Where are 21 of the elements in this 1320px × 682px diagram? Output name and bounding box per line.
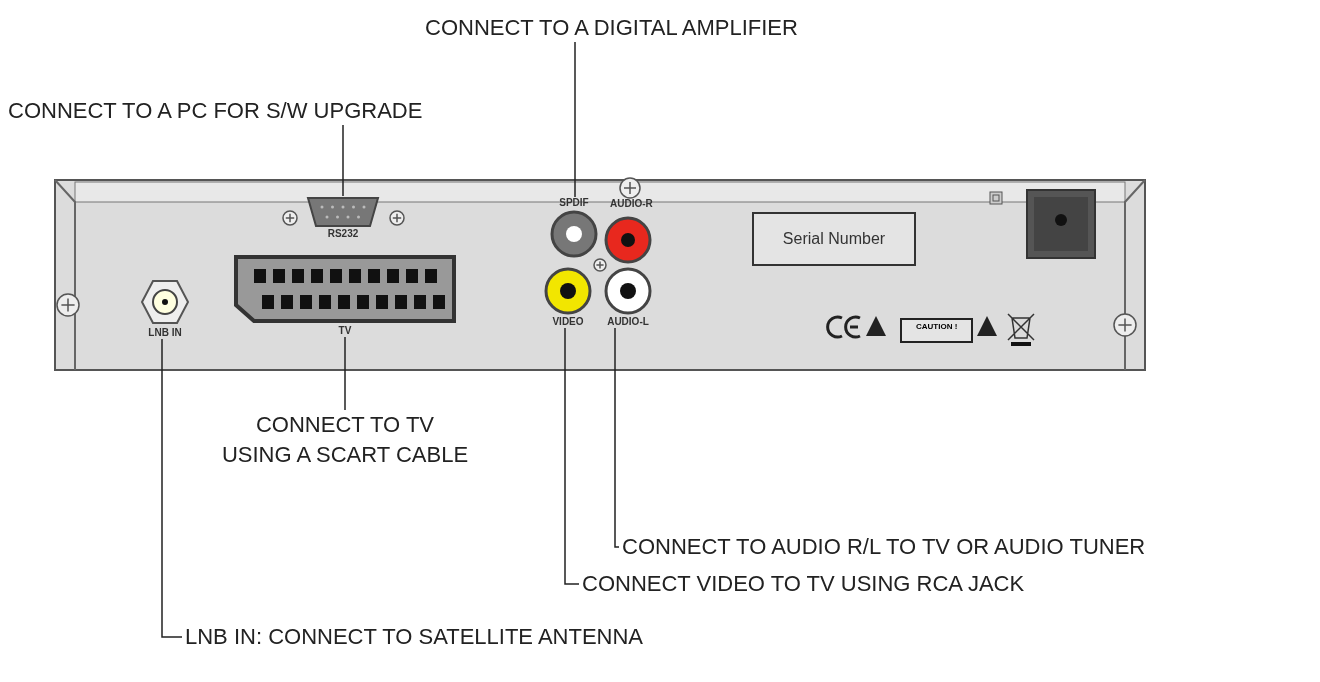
port-label: TV [338, 325, 352, 337]
leader-line [574, 41, 576, 198]
port-label: VIDEO [552, 316, 584, 328]
callout-text: CONNECT TO AUDIO R/L TO TV OR AUDIO TUNER [622, 533, 1146, 561]
leader-line [564, 327, 580, 585]
port-label: RS232 [327, 228, 359, 240]
port-label: AUDIO-L [607, 316, 649, 328]
callout-text: CONNECT VIDEO TO TV USING RCA JACK [582, 570, 1025, 598]
port-label: SPDIF [559, 197, 589, 209]
leader-line [344, 336, 346, 411]
port-label: LNB IN [148, 327, 182, 339]
leader-line [161, 338, 183, 638]
callout-text: CONNECT TO A DIGITAL AMPLIFIER [425, 14, 798, 42]
port-label: AUDIO-R [610, 198, 653, 210]
callout-text: LNB IN: CONNECT TO SATELLITE ANTENNA [185, 623, 644, 651]
serial-number-plate: Serial Number [752, 212, 916, 266]
callout-text: CONNECT TO TV USING A SCART CABLE [205, 410, 485, 470]
callout-text: CONNECT TO A PC FOR S/W UPGRADE [8, 97, 423, 125]
caution-label: CAUTION ! [900, 318, 974, 343]
leader-line [614, 327, 620, 548]
leader-line [342, 124, 344, 197]
